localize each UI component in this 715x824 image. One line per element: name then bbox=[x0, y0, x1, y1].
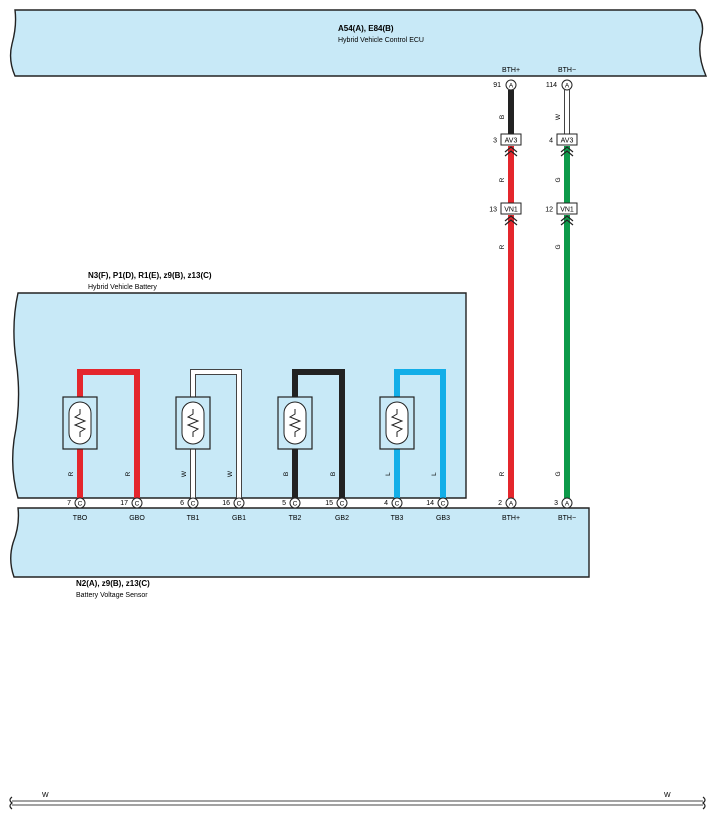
sensor-pin-gb1: 16 C GB1 bbox=[222, 497, 246, 522]
bottom-wire-color-left: W bbox=[42, 792, 49, 799]
svg-text:3: 3 bbox=[554, 500, 558, 507]
ecu-code: A54(A), E84(B) bbox=[338, 24, 394, 33]
ecu-name: Hybrid Vehicle Control ECU bbox=[338, 37, 424, 44]
svg-text:14: 14 bbox=[426, 500, 434, 507]
svg-text:C: C bbox=[78, 501, 83, 508]
sensor-pin-gbo: 17 C GBO bbox=[120, 497, 145, 522]
svg-text:BTH+: BTH+ bbox=[502, 515, 520, 522]
sensor-code: N2(A), z9(B), z13(C) bbox=[76, 579, 150, 588]
sensor-pin-tb2: 5 C TB2 bbox=[282, 497, 302, 522]
svg-text:A: A bbox=[565, 501, 570, 508]
svg-text:VN1: VN1 bbox=[504, 207, 518, 214]
wire-color-bth-minus-2: G bbox=[555, 177, 562, 182]
svg-text:C: C bbox=[395, 501, 400, 508]
svg-text:C: C bbox=[135, 501, 140, 508]
sensor-panel bbox=[10, 507, 590, 578]
svg-text:C: C bbox=[293, 501, 298, 508]
svg-text:GB2: GB2 bbox=[335, 515, 349, 522]
sensor-pin-tb3: 4 C TB3 bbox=[384, 497, 404, 522]
junction-pin-13: 13 bbox=[489, 207, 497, 214]
battery-code: N3(F), P1(D), R1(E), z9(B), z13(C) bbox=[88, 271, 212, 280]
svg-text:C: C bbox=[340, 501, 345, 508]
wire-color-gb3: L bbox=[431, 472, 438, 476]
wire-color-tb1: W bbox=[181, 470, 188, 477]
thermistor-icon-3 bbox=[277, 396, 313, 450]
svg-text:TB1: TB1 bbox=[187, 515, 200, 522]
wire-color-bth-minus-4: G bbox=[555, 471, 562, 476]
battery-name: Hybrid Vehicle Battery bbox=[88, 284, 157, 291]
svg-text:4: 4 bbox=[384, 500, 388, 507]
svg-text:16: 16 bbox=[222, 500, 230, 507]
bottom-wire-color-right: W bbox=[664, 792, 671, 799]
junction-av3-left: AV3 bbox=[500, 133, 522, 157]
ecu-pin-circle-bth-minus bbox=[561, 79, 573, 91]
svg-text:2: 2 bbox=[498, 500, 502, 507]
wire-color-tb2: B bbox=[283, 472, 290, 476]
ecu-pin-circle-bth-plus bbox=[505, 79, 517, 91]
svg-text:7: 7 bbox=[67, 500, 71, 507]
svg-text:17: 17 bbox=[120, 500, 128, 507]
sensor-pin-tbo: 7 C TBO bbox=[67, 497, 88, 522]
wire-color-gb2: B bbox=[330, 472, 337, 476]
ecu-terminal-bth-plus: BTH+ bbox=[502, 67, 520, 74]
sensor-pin-gb3: 14 C GB3 bbox=[426, 497, 450, 522]
svg-text:GB3: GB3 bbox=[436, 515, 450, 522]
svg-text:5: 5 bbox=[282, 500, 286, 507]
svg-text:GB1: GB1 bbox=[232, 515, 246, 522]
ecu-pin-114: 114 bbox=[546, 82, 557, 89]
svg-text:BTH−: BTH− bbox=[558, 515, 576, 522]
svg-text:AV3: AV3 bbox=[505, 138, 518, 145]
wire-color-gbo: R bbox=[125, 471, 132, 476]
svg-text:TB2: TB2 bbox=[289, 515, 302, 522]
wire-color-bth-plus-3: R bbox=[499, 244, 506, 249]
ecu-terminal-bth-minus: BTH− bbox=[558, 67, 576, 74]
ecu-conn-bth-plus: A bbox=[509, 83, 514, 90]
junction-vn1-right: VN1 bbox=[556, 202, 578, 226]
junction-pin-4: 4 bbox=[549, 138, 553, 145]
svg-text:A: A bbox=[509, 501, 514, 508]
svg-text:C: C bbox=[237, 501, 242, 508]
junction-pin-12: 12 bbox=[545, 207, 553, 214]
wire-color-bth-plus-2: R bbox=[499, 177, 506, 182]
thermistor-icon-1 bbox=[62, 396, 98, 450]
ecu-panel bbox=[9, 9, 708, 77]
wire-color-bth-plus-4: R bbox=[499, 471, 506, 476]
junction-pin-3: 3 bbox=[493, 138, 497, 145]
junction-vn1-left: VN1 bbox=[500, 202, 522, 226]
wire-color-gb1: W bbox=[227, 470, 234, 477]
svg-text:TB3: TB3 bbox=[391, 515, 404, 522]
sensor-pin-bth-plus: 2 A BTH+ bbox=[498, 497, 520, 522]
wire-color-tb3: L bbox=[385, 472, 392, 476]
sensor-pin-tb1: 6 C TB1 bbox=[180, 497, 200, 522]
svg-text:TBO: TBO bbox=[73, 515, 88, 522]
svg-text:VN1: VN1 bbox=[560, 207, 574, 214]
svg-text:C: C bbox=[441, 501, 446, 508]
bottom-wire-break-right-icon bbox=[702, 796, 706, 810]
svg-text:AV3: AV3 bbox=[561, 138, 574, 145]
bottom-wire-break-left-icon bbox=[9, 796, 13, 810]
thermistor-icon-2 bbox=[175, 396, 211, 450]
sensor-name: Battery Voltage Sensor bbox=[76, 592, 148, 599]
wire-color-bth-minus-1: W bbox=[555, 113, 562, 120]
sensor-pin-bth-minus: 3 A BTH− bbox=[554, 497, 576, 522]
svg-text:6: 6 bbox=[180, 500, 184, 507]
sensor-pin-gb2: 15 C GB2 bbox=[325, 497, 349, 522]
svg-text:GBO: GBO bbox=[129, 515, 145, 522]
wire-color-tbo: R bbox=[68, 471, 75, 476]
wire-color-bth-minus-3: G bbox=[555, 244, 562, 249]
ecu-conn-bth-minus: A bbox=[565, 83, 570, 90]
thermistor-icon-4 bbox=[379, 396, 415, 450]
junction-av3-right: AV3 bbox=[556, 133, 578, 157]
svg-text:15: 15 bbox=[325, 500, 333, 507]
svg-text:C: C bbox=[191, 501, 196, 508]
ecu-pin-91: 91 bbox=[493, 82, 501, 89]
wire-color-bth-plus-1: B bbox=[499, 115, 506, 119]
